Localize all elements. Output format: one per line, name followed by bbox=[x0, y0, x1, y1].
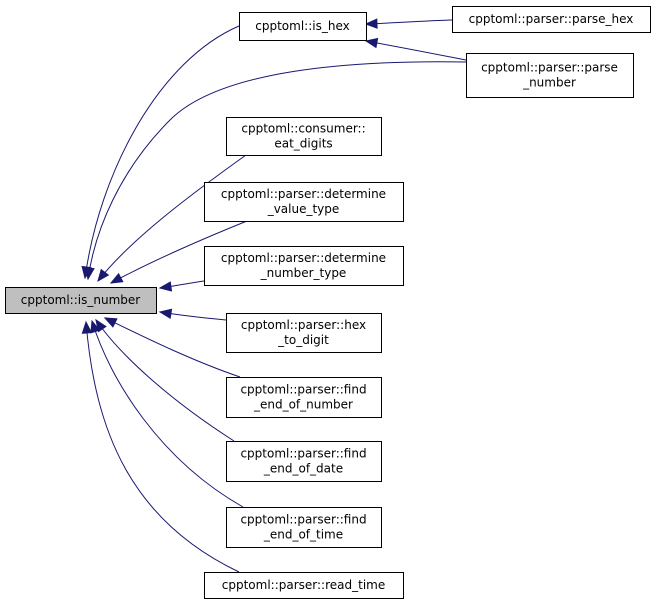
node-label: eat_digits bbox=[274, 137, 332, 151]
node-label: _to_digit bbox=[277, 333, 329, 347]
node-box[interactable] bbox=[226, 117, 382, 156]
arrowhead-find_end_of_number-to-is_number bbox=[103, 317, 118, 328]
node-determine-number-type[interactable]: cpptoml::parser::determine_number_type bbox=[204, 246, 404, 286]
node-box[interactable] bbox=[466, 53, 634, 98]
node-is-number[interactable]: cpptoml::is_number bbox=[5, 287, 157, 314]
node-read-time[interactable]: cpptoml::parser::read_time bbox=[204, 572, 404, 599]
node-label: cpptoml::parser::determine bbox=[221, 251, 386, 265]
node-find-end-of-time[interactable]: cpptoml::parser::find_end_of_time bbox=[226, 507, 382, 548]
node-parse-hex[interactable]: cpptoml::parser::parse_hex bbox=[452, 6, 651, 33]
node-box[interactable] bbox=[204, 246, 404, 286]
node-box[interactable] bbox=[5, 287, 157, 314]
node-label: _end_of_number bbox=[253, 398, 353, 412]
node-label: _end_of_date bbox=[263, 462, 343, 476]
node-find-end-of-date[interactable]: cpptoml::parser::find_end_of_date bbox=[226, 441, 382, 482]
edge-find_end_of_date-to-is_number bbox=[95, 319, 235, 442]
edge-parse_number-to-is_number bbox=[87, 61, 467, 280]
node-box[interactable] bbox=[204, 572, 404, 599]
arrowhead-read_time-to-is_number bbox=[81, 320, 93, 334]
node-label: cpptoml::is_number bbox=[21, 293, 140, 307]
node-label: cpptoml::parser::read_time bbox=[222, 578, 385, 592]
arrowhead-parse_number-to-is_number bbox=[84, 266, 95, 281]
node-label: cpptoml::parser::find bbox=[240, 447, 366, 461]
node-label: cpptoml::parser::determine bbox=[221, 187, 386, 201]
node-box[interactable] bbox=[226, 441, 382, 482]
edge-eat_digits-to-is_number bbox=[97, 154, 247, 282]
node-box[interactable] bbox=[226, 507, 382, 548]
arrowhead-determine_number_type-to-is_number bbox=[158, 281, 173, 292]
arrowhead-hex_to_digit-to-is_number bbox=[158, 308, 173, 320]
node-parse-number[interactable]: cpptoml::parser::parse_number bbox=[466, 53, 634, 98]
node-label: _number_type bbox=[260, 266, 347, 280]
node-label: _number bbox=[522, 76, 576, 90]
edge-parse_number-to-is_hex bbox=[365, 40, 477, 63]
node-label: cpptoml::parser::parse_hex bbox=[469, 12, 634, 26]
node-label: cpptoml::consumer:: bbox=[241, 122, 365, 136]
node-eat-digits[interactable]: cpptoml::consumer::eat_digits bbox=[226, 117, 382, 156]
node-label: cpptoml::parser::parse bbox=[481, 61, 618, 75]
node-box[interactable] bbox=[226, 313, 382, 353]
arrowhead-parse_number-to-is_hex bbox=[364, 37, 379, 49]
node-box[interactable] bbox=[226, 377, 382, 418]
node-label: cpptoml::parser::find bbox=[240, 513, 366, 527]
node-label: _end_of_time bbox=[263, 528, 343, 542]
arrowhead-eat_digits-to-is_number bbox=[97, 268, 110, 283]
edge-determine_value_type-to-is_number bbox=[110, 220, 248, 284]
edges-layer bbox=[81, 18, 477, 573]
arrowhead-find_end_of_time-to-is_number bbox=[90, 319, 101, 334]
edge-find_end_of_number-to-is_number bbox=[104, 317, 241, 378]
arrowhead-determine_value_type-to-is_number bbox=[109, 272, 124, 284]
node-label: cpptoml::is_hex bbox=[255, 19, 349, 33]
node-determine-value-type[interactable]: cpptoml::parser::determine_value_type bbox=[204, 182, 404, 222]
node-is-hex[interactable]: cpptoml::is_hex bbox=[239, 12, 367, 41]
edge-parse_hex-to-is_hex bbox=[365, 19, 453, 25]
node-box[interactable] bbox=[204, 182, 404, 222]
node-find-end-of-number[interactable]: cpptoml::parser::find_end_of_number bbox=[226, 377, 382, 418]
node-label: _value_type bbox=[267, 202, 340, 216]
arrowhead-parse_hex-to-is_hex bbox=[364, 18, 378, 29]
edge-read_time-to-is_number bbox=[85, 321, 240, 573]
node-hex-to-digit[interactable]: cpptoml::parser::hex_to_digit bbox=[226, 313, 382, 353]
edge-is_hex-to-is_number bbox=[84, 25, 240, 279]
node-box[interactable] bbox=[239, 12, 367, 41]
edge-find_end_of_time-to-is_number bbox=[91, 320, 244, 508]
node-label: cpptoml::parser::find bbox=[240, 383, 366, 397]
node-box[interactable] bbox=[452, 6, 651, 33]
node-label: cpptoml::parser::hex bbox=[241, 318, 366, 332]
